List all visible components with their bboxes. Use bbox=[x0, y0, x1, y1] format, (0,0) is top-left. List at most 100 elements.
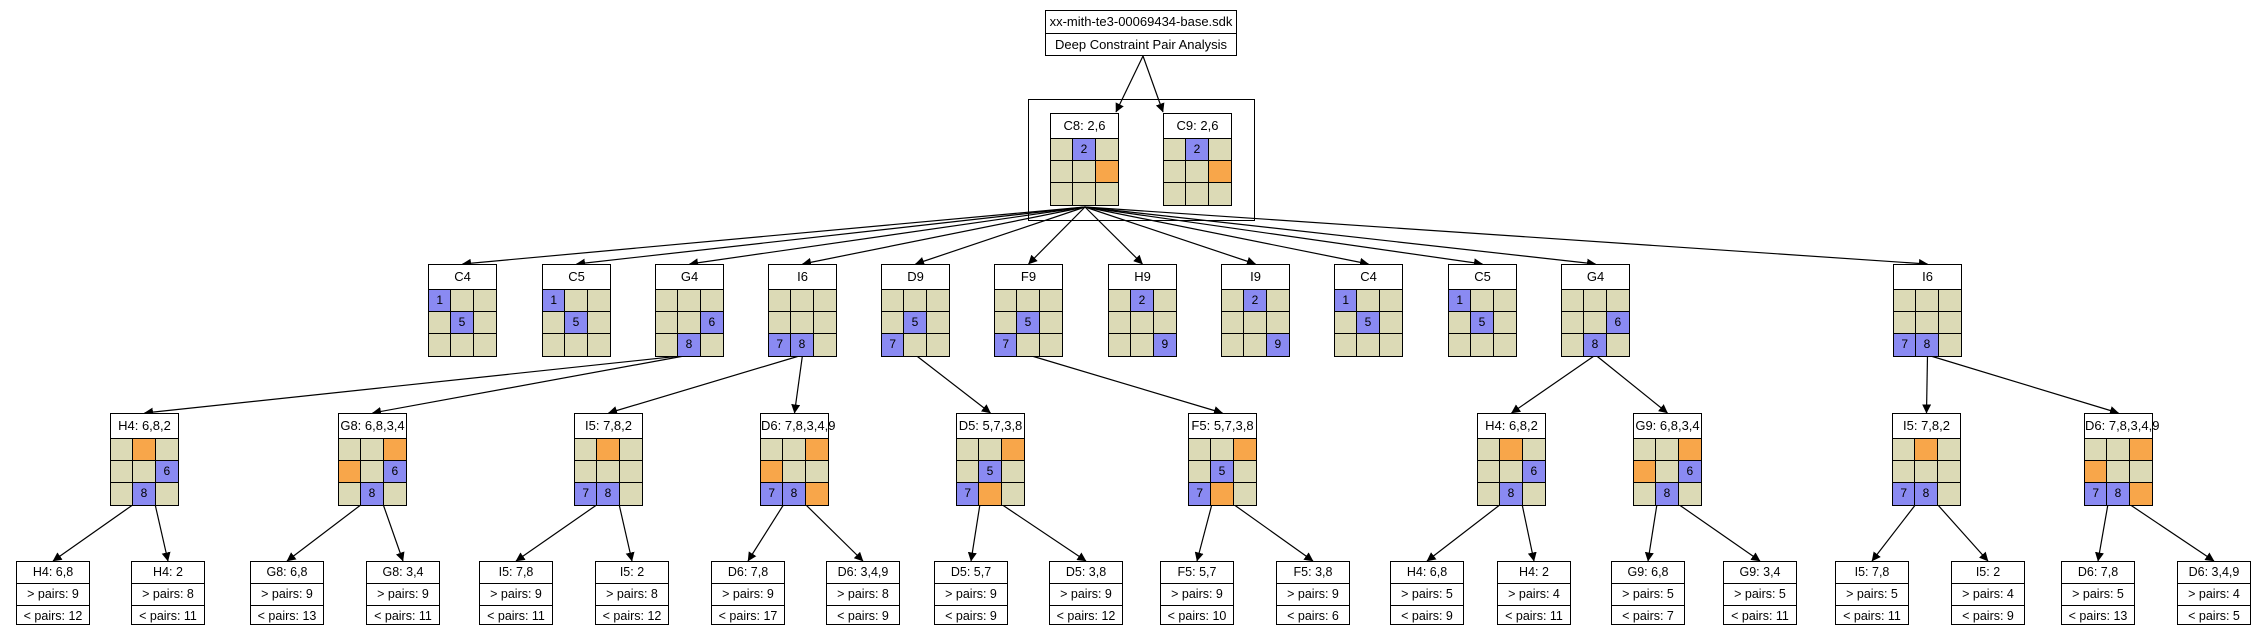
empty-cell bbox=[1357, 334, 1380, 356]
empty-cell bbox=[1017, 334, 1040, 356]
empty-cell bbox=[339, 483, 362, 505]
empty-cell bbox=[1109, 334, 1132, 356]
eliminated-cell bbox=[2129, 483, 2152, 505]
empty-cell bbox=[1186, 183, 1209, 205]
edge-arrow bbox=[382, 503, 405, 562]
leaf-label: H4: 6,8 bbox=[32, 565, 74, 579]
edge-arrow bbox=[608, 354, 803, 415]
edge-arrow bbox=[915, 206, 1086, 266]
empty-cell bbox=[1222, 290, 1245, 312]
edge-arrow bbox=[915, 354, 991, 414]
candidate-cell: 1 bbox=[1449, 290, 1472, 312]
empty-cell bbox=[1211, 439, 1234, 461]
node-label: H4: 6,8,2 bbox=[1478, 414, 1545, 439]
empty-cell bbox=[882, 290, 905, 312]
candidate-cell: 5 bbox=[1211, 461, 1234, 483]
empty-cell bbox=[656, 290, 679, 312]
edge-arrow bbox=[804, 503, 864, 562]
eliminated-cell bbox=[1001, 439, 1024, 461]
empty-cell bbox=[1222, 312, 1245, 334]
empty-cell bbox=[1916, 290, 1939, 312]
candidate-cell: 2 bbox=[1073, 139, 1096, 161]
node-label: C9: 2,6 bbox=[1164, 114, 1231, 139]
edge-arrow bbox=[1028, 206, 1086, 265]
empty-cell bbox=[805, 461, 828, 483]
empty-cell bbox=[791, 312, 814, 334]
empty-cell bbox=[565, 334, 588, 356]
leaf-label: I5: 7,8 bbox=[498, 565, 534, 579]
edge-arrow bbox=[1084, 206, 1256, 266]
leaf-label: H4: 2 bbox=[153, 565, 183, 579]
leaf-node: D5: 3,8> pairs: 9< pairs: 12 bbox=[1049, 561, 1123, 625]
candidate-cell: 8 bbox=[133, 483, 156, 505]
empty-cell bbox=[1449, 312, 1472, 334]
edge-arrow bbox=[372, 354, 690, 416]
empty-cell bbox=[1051, 139, 1074, 161]
edge-arrow bbox=[618, 503, 635, 562]
empty-cell bbox=[813, 334, 836, 356]
leaf-gt: > pairs: 8 bbox=[827, 583, 899, 605]
leaf-label: D6: 7,8 bbox=[2077, 565, 2119, 579]
leaf-label: G9: 6,8 bbox=[1627, 565, 1669, 579]
empty-cell bbox=[1379, 334, 1402, 356]
empty-cell bbox=[1109, 312, 1132, 334]
leaf-gt: > pairs: 5 bbox=[1836, 583, 1908, 605]
empty-cell bbox=[111, 461, 134, 483]
candidate-cell: 5 bbox=[1471, 312, 1494, 334]
empty-cell bbox=[383, 483, 406, 505]
empty-cell bbox=[361, 439, 384, 461]
empty-cell bbox=[473, 334, 496, 356]
leaf-lt: < pairs: 9 bbox=[935, 605, 1007, 627]
leaf-lt: < pairs: 12 bbox=[17, 605, 89, 627]
empty-cell bbox=[1379, 290, 1402, 312]
edge-arrow bbox=[791, 354, 804, 414]
leaf-node: D6: 7,8> pairs: 9< pairs: 17 bbox=[711, 561, 785, 625]
leaf-label: G9: 3,4 bbox=[1739, 565, 1781, 579]
empty-cell bbox=[769, 312, 792, 334]
empty-cell bbox=[1208, 183, 1231, 205]
leaf-node: G9: 3,4> pairs: 5< pairs: 11 bbox=[1723, 561, 1797, 625]
candidate-cell: 5 bbox=[1357, 312, 1380, 334]
leaf-lt: < pairs: 12 bbox=[1050, 605, 1122, 627]
leaf-lt: < pairs: 10 bbox=[1161, 605, 1233, 627]
empty-cell bbox=[473, 312, 496, 334]
empty-cell bbox=[1164, 139, 1187, 161]
empty-cell bbox=[2085, 439, 2108, 461]
leaf-node: H4: 2> pairs: 8< pairs: 11 bbox=[131, 561, 205, 625]
candidate-cell: 7 bbox=[2085, 483, 2108, 505]
empty-cell bbox=[1916, 312, 1939, 334]
eliminated-cell bbox=[2129, 439, 2152, 461]
empty-cell bbox=[926, 334, 949, 356]
empty-cell bbox=[1938, 290, 1961, 312]
edge-arrow bbox=[1084, 206, 1928, 268]
leaf-gt: > pairs: 4 bbox=[1952, 583, 2024, 605]
leaf-lt: < pairs: 7 bbox=[1612, 605, 1684, 627]
edge-arrow bbox=[1871, 503, 1917, 562]
candidate-cell: 5 bbox=[565, 312, 588, 334]
empty-cell bbox=[926, 312, 949, 334]
leaf-label: H4: 6,8 bbox=[1406, 565, 1448, 579]
leaf-node: D6: 7,8> pairs: 5< pairs: 13 bbox=[2061, 561, 2135, 625]
candidate-grid: 2 bbox=[1164, 139, 1231, 205]
eliminated-cell bbox=[1915, 439, 1938, 461]
eliminated-cell bbox=[597, 439, 620, 461]
empty-cell bbox=[882, 312, 905, 334]
empty-cell bbox=[1656, 461, 1679, 483]
empty-cell bbox=[2107, 439, 2130, 461]
empty-cell bbox=[1233, 461, 1256, 483]
empty-cell bbox=[1937, 439, 1960, 461]
node-label: D5: 5,7,3,8 bbox=[957, 414, 1024, 439]
node-label: D6: 7,8,3,4,9 bbox=[761, 414, 835, 439]
node-label: C5 bbox=[543, 265, 610, 290]
